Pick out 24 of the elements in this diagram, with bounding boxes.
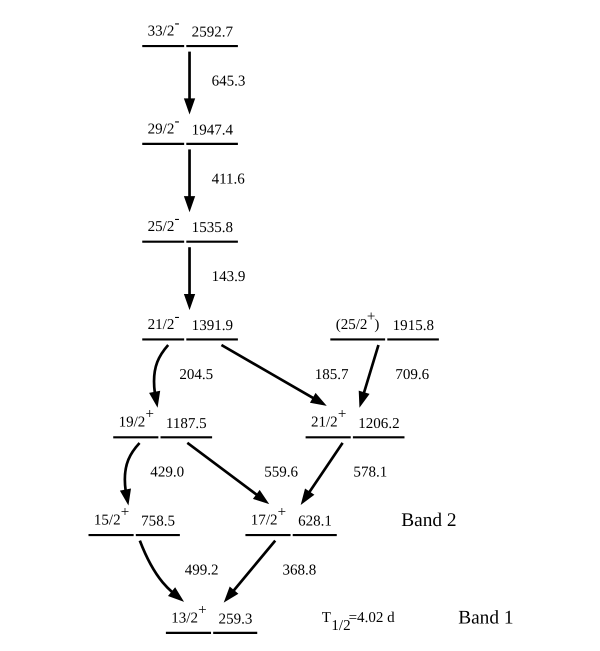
edge-label: 709.6: [394, 366, 429, 383]
arrow: [300, 442, 344, 505]
edge-label: 499.2: [184, 562, 218, 579]
edge-label: 559.6: [264, 464, 298, 481]
label: Band 2: [400, 510, 456, 531]
edge-label: 411.6: [211, 171, 244, 188]
arrow: [358, 344, 380, 408]
edge-label: 185.7: [314, 366, 348, 383]
arrow: [183, 247, 195, 310]
label: Band 1: [458, 608, 514, 629]
arrow: [148, 344, 169, 408]
arrow: [183, 52, 195, 114]
edge-label: 143.9: [211, 269, 245, 286]
arrow: [138, 540, 184, 602]
arrow: [183, 149, 195, 212]
edge-label: 578.1: [352, 464, 387, 481]
edge-label: 368.8: [282, 562, 316, 579]
edge-label: 429.0: [150, 464, 184, 481]
edge-label: 645.3: [211, 74, 245, 90]
arrow: [186, 442, 269, 504]
arrow: [119, 442, 140, 506]
arrow: [220, 344, 326, 406]
edge-label: 204.5: [178, 366, 213, 383]
arrow: [223, 540, 276, 603]
